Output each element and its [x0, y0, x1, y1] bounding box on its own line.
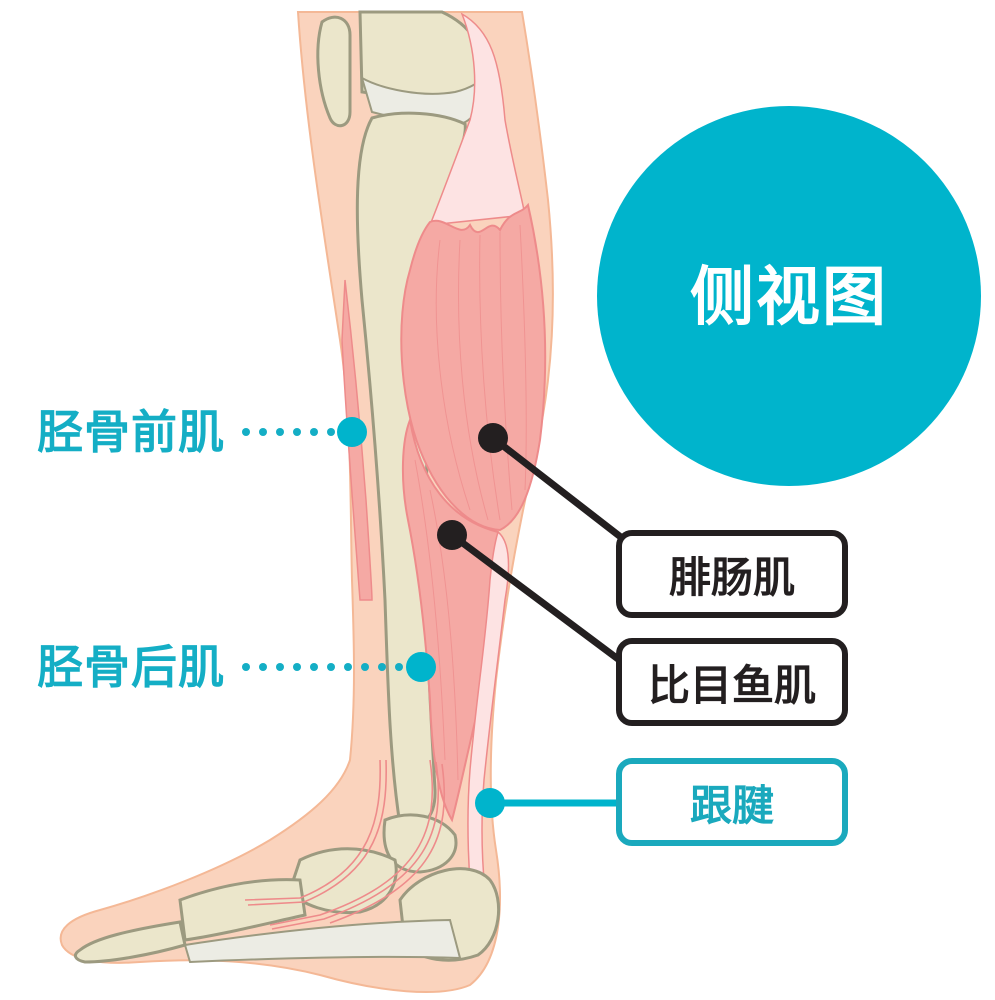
label-tibialis-posterior: 胫骨后肌 [37, 640, 225, 694]
plantar-fascia [183, 918, 462, 964]
label-soleus: 比目鱼肌 [616, 638, 848, 726]
label-soleus-text: 比目鱼肌 [647, 660, 816, 710]
tibialis-anterior-connector [242, 428, 335, 436]
gastrocnemius-tendon-top [428, 12, 526, 226]
view-title: 侧视图 [690, 261, 888, 335]
achilles-marker [475, 788, 505, 818]
patella-bone [316, 15, 352, 128]
gastrocnemius-fibers [435, 224, 527, 521]
tarsal-bones [288, 847, 398, 915]
label-gastrocnemius: 腓肠肌 [616, 530, 848, 618]
label-tibialis-anterior: 胫骨前肌 [37, 405, 225, 459]
view-title-badge: 侧视图 [597, 106, 981, 486]
gastrocnemius-marker [478, 423, 508, 453]
metatarsal-bones [178, 878, 307, 942]
label-gastrocnemius-text: 腓肠肌 [668, 552, 795, 602]
tibialis-posterior-connector [242, 663, 403, 671]
soleus-fibers [414, 459, 459, 781]
tibialis-posterior-marker [406, 652, 436, 682]
soleus-marker [437, 520, 467, 550]
label-achilles-tendon: 跟腱 [616, 758, 848, 846]
gastrocnemius-connector [490, 435, 625, 541]
foot-tendons [244, 759, 446, 930]
soleus-connector [449, 532, 625, 665]
tibialis-anterior-marker [337, 417, 367, 447]
phalanges-bones [73, 920, 187, 964]
label-achilles-tendon-text: 跟腱 [689, 780, 774, 830]
